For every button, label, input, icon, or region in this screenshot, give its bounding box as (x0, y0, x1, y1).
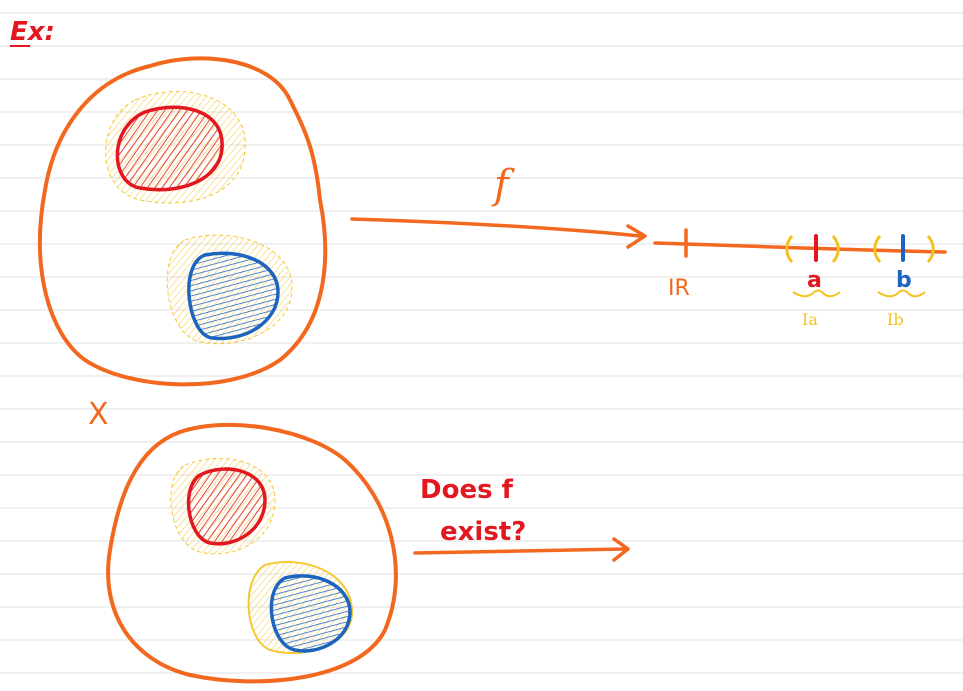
interval-a-marks (785, 234, 840, 263)
set-x-top-blob (37, 56, 328, 387)
blue-region-bottom (247, 561, 354, 654)
red-region-bottom (170, 458, 276, 555)
set-x-bottom-blob (106, 422, 398, 684)
real-line (653, 228, 947, 258)
function-label: f (491, 162, 515, 208)
question-line-2: exist? (440, 517, 526, 547)
question-line-1: Does f (420, 475, 514, 505)
blue-region-top (166, 234, 293, 345)
interval-b-marks (873, 234, 935, 263)
example-label: Ex: (10, 17, 55, 47)
interval-b-label: Ib (887, 310, 904, 329)
set-x-label: X (88, 397, 109, 432)
function-arrow (350, 217, 647, 249)
interval-b-brace (877, 289, 926, 298)
interval-a-label: Ia (802, 310, 818, 329)
point-a-label: a (807, 268, 822, 293)
point-b-label: b (896, 268, 912, 293)
red-region-top (105, 91, 246, 204)
question-arrow (413, 537, 630, 562)
real-line-label: IR (668, 276, 690, 301)
interval-a-brace (792, 289, 841, 298)
